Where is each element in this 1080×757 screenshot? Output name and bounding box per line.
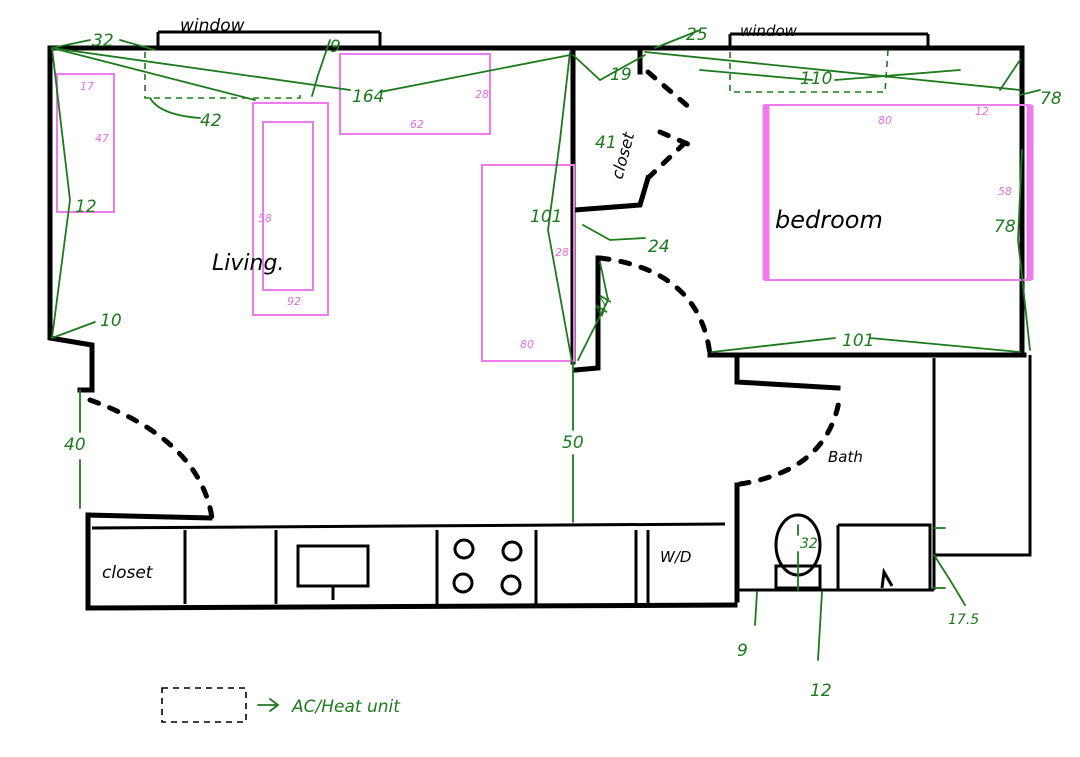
dim-42: 42 (200, 111, 222, 131)
counter-back (91, 522, 726, 530)
window-right (728, 32, 930, 46)
dim-41-closet: 41 (595, 133, 617, 153)
stove-icon (452, 538, 523, 596)
couch-inner-rect (262, 121, 314, 291)
window-left-label: window (180, 16, 245, 36)
bath-right-box (934, 355, 1032, 557)
bedroom-label: bedroom (775, 206, 883, 234)
window-right-label: window (740, 22, 798, 40)
dim-9-bottom: 9 (737, 641, 748, 661)
legend-arrow-icon (257, 698, 280, 712)
dim-32: 32 (92, 31, 114, 51)
washer-dryer-label: W/D (660, 548, 691, 566)
table-side-label: 28 (555, 246, 569, 259)
dim-17-5: 17.5 (948, 612, 979, 628)
counter-top (85, 512, 213, 521)
table-rect (481, 164, 575, 362)
window-left (156, 30, 382, 46)
dim-9: 9 (330, 37, 341, 57)
bookshelf-rect (56, 73, 115, 213)
legend: AC/Heat unit (161, 687, 401, 723)
dim-12-shelf: 12 (75, 197, 97, 217)
entry-door-swing (87, 397, 215, 521)
sink-icon (296, 544, 370, 600)
counter-front (85, 512, 738, 611)
dim-24: 24 (648, 237, 670, 257)
couch-rect (252, 102, 329, 316)
dim-101-bed: 101 (842, 331, 874, 351)
closet-kitchen-label: closet (102, 563, 154, 583)
couch-side-label: 58 (258, 212, 272, 225)
shelf-side-label: 47 (95, 132, 109, 145)
bedroom-door-jamb (572, 255, 601, 373)
couch-bottom-label: 92 (287, 295, 301, 308)
bath-door-swing (737, 392, 843, 487)
dim-50: 50 (562, 433, 584, 453)
bed-side-label: 58 (998, 185, 1012, 198)
dim-25: 25 (686, 25, 708, 45)
dimension-lines (51, 29, 1041, 661)
exterior-left-wall (47, 45, 95, 393)
dim-78-top: 78 (1040, 89, 1062, 109)
dim-12-bottom: 12 (810, 681, 832, 701)
desk-rect (339, 53, 491, 135)
bed-rect (764, 104, 1031, 281)
dim-110: 110 (800, 69, 832, 89)
bedroom-door-swing (597, 255, 713, 358)
closet-door-swing (645, 69, 693, 181)
desk-bottom-label: 62 (410, 118, 424, 131)
dim-164: 164 (352, 87, 384, 107)
bath-label: Bath (828, 448, 863, 466)
table-bottom-label: 80 (520, 338, 534, 351)
bath-top-wall (734, 355, 841, 391)
walls (47, 45, 1032, 611)
dim-19: 19 (610, 65, 632, 85)
dim-78-side: 78 (994, 217, 1016, 237)
dim-40: 40 (64, 435, 86, 455)
living-room-label: Living. (212, 251, 284, 276)
closet-wall (572, 174, 652, 213)
dim-10: 10 (100, 311, 122, 331)
dim-44: 44 (591, 293, 617, 320)
faucet-icon (880, 567, 894, 589)
legend-label: AC/Heat unit (291, 697, 401, 717)
desk-side-label: 28 (475, 88, 489, 101)
legend-ac-swatch (161, 687, 247, 723)
dim-32-toilet: 32 (800, 536, 818, 552)
bed-corner-label: 12 (975, 105, 989, 118)
dim-101-table: 101 (530, 207, 562, 227)
ac-unit-living (144, 52, 301, 99)
shelf-top-label: 17 (80, 80, 94, 93)
bed-top-label: 80 (878, 114, 892, 127)
